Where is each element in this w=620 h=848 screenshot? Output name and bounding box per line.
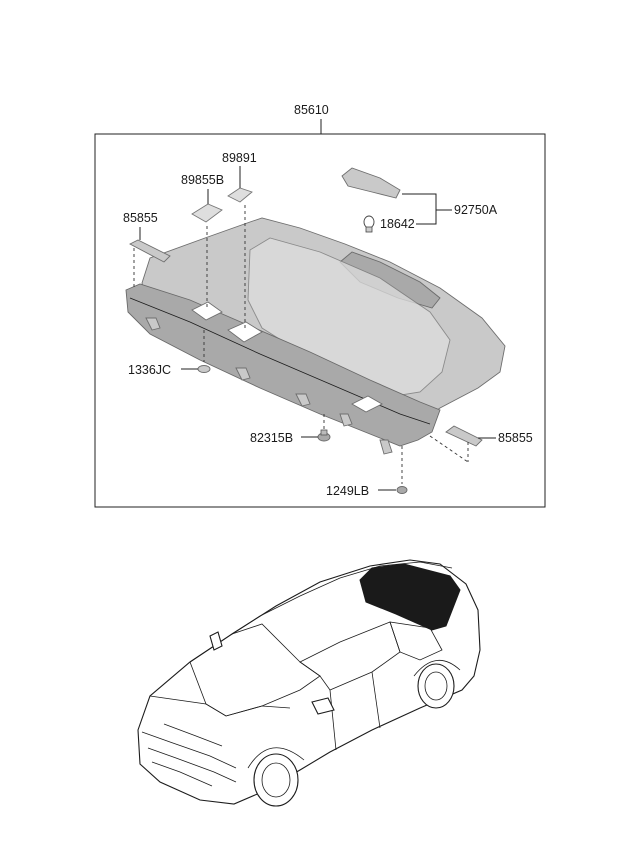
part-92750A bbox=[341, 167, 401, 199]
label-1249LB: 1249LB bbox=[326, 484, 369, 498]
part-18642 bbox=[363, 215, 375, 233]
part-82315B bbox=[317, 429, 331, 442]
part-85855-left bbox=[129, 239, 171, 263]
label-92750A: 92750A bbox=[454, 203, 498, 217]
part-85855-right bbox=[445, 425, 483, 447]
part-1336JC bbox=[197, 365, 211, 373]
part-1249LB bbox=[396, 486, 408, 494]
label-82315B: 82315B bbox=[250, 431, 293, 445]
part-89855B bbox=[191, 203, 223, 223]
label-1336JC: 1336JC bbox=[128, 363, 171, 377]
label-85610: 85610 bbox=[294, 103, 329, 117]
package-tray bbox=[125, 217, 506, 455]
label-89855B: 89855B bbox=[181, 173, 224, 187]
vehicle-illustration bbox=[137, 559, 481, 807]
label-85855-right: 85855 bbox=[498, 431, 533, 445]
label-85855-left: 85855 bbox=[123, 211, 158, 225]
location-highlight bbox=[359, 563, 461, 631]
label-89891: 89891 bbox=[222, 151, 257, 165]
assembly-frame bbox=[94, 133, 546, 508]
part-89891 bbox=[227, 187, 253, 203]
label-18642: 18642 bbox=[380, 217, 415, 231]
